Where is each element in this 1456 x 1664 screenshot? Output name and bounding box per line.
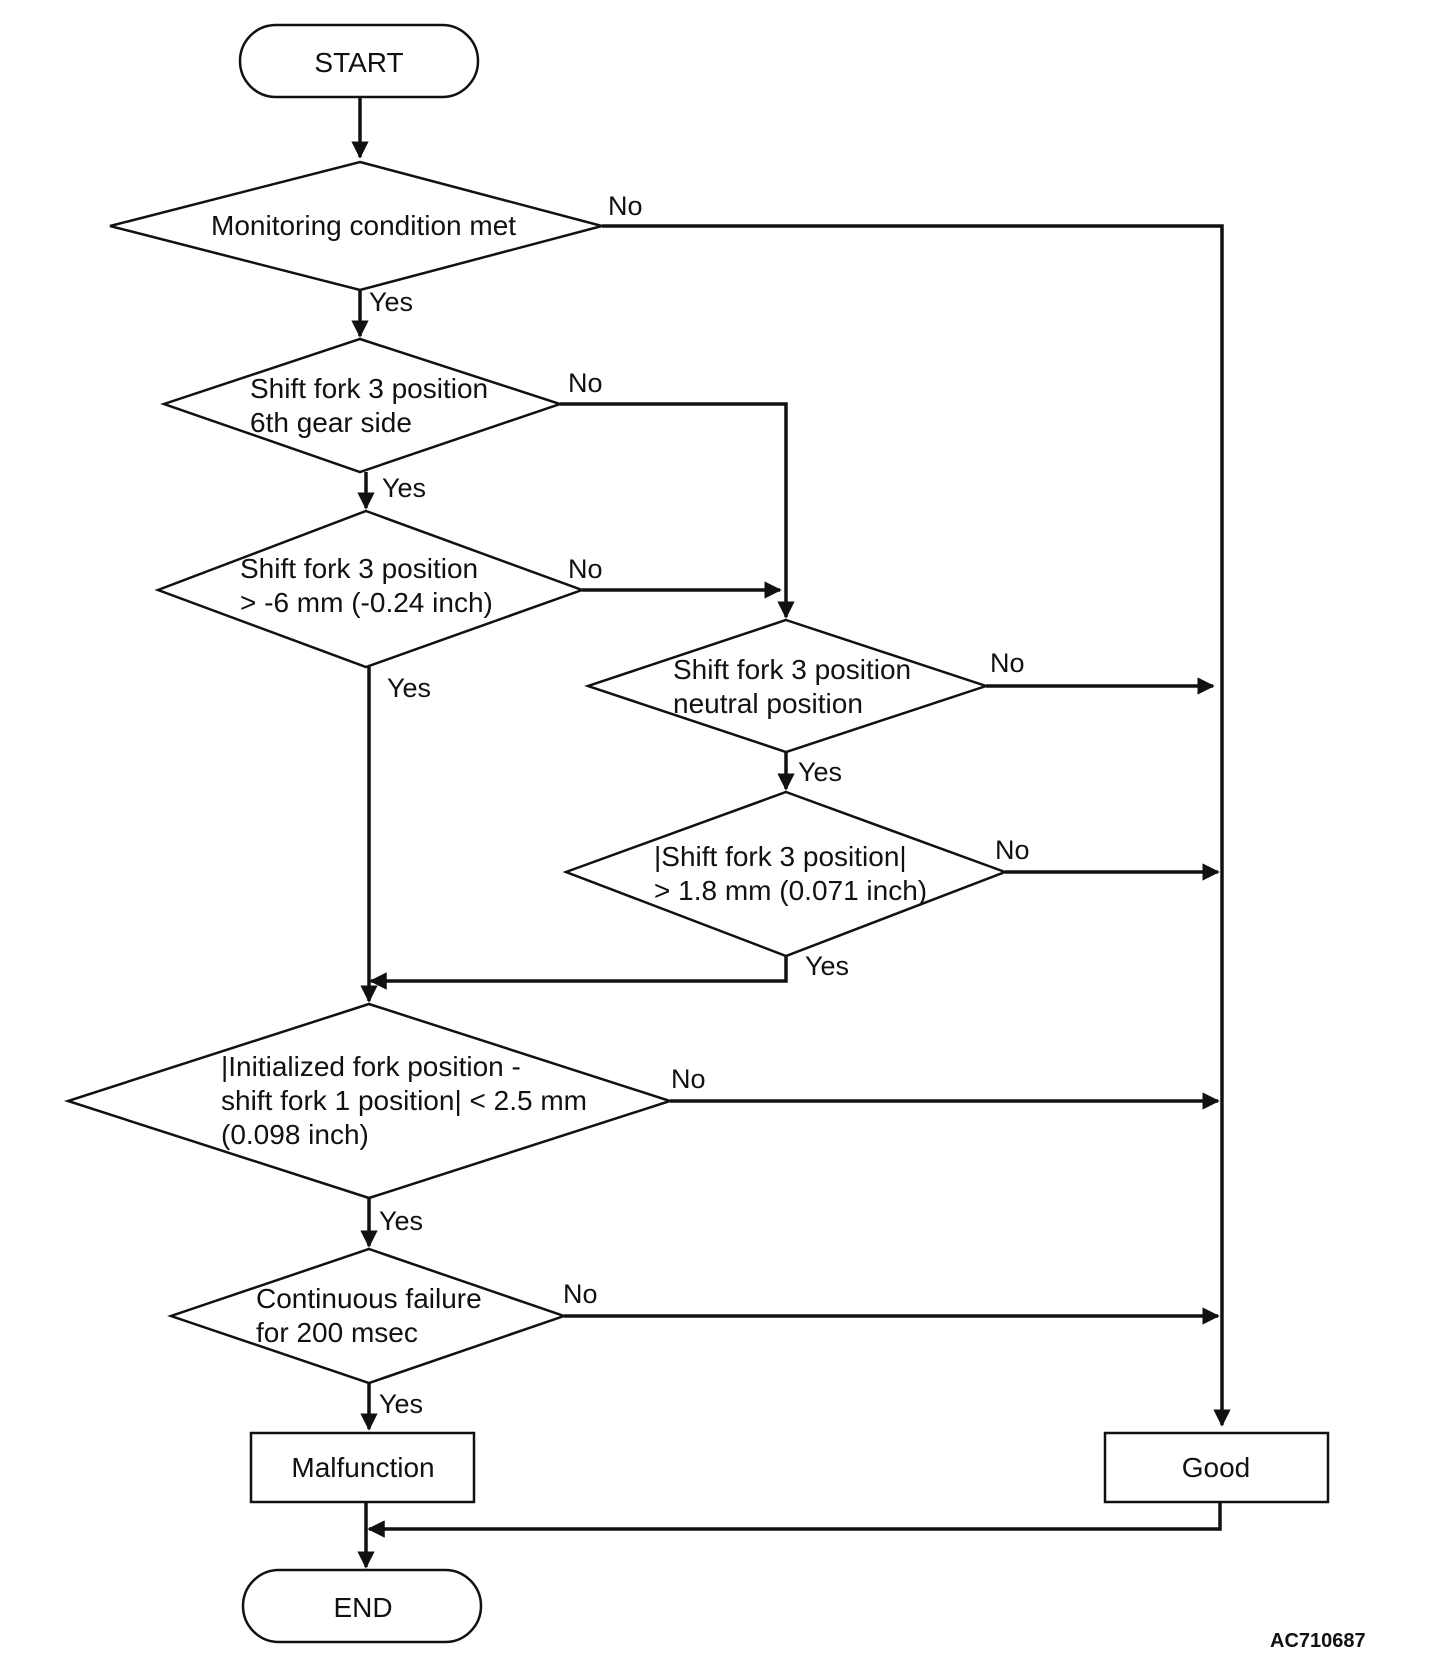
label-yes-continuous: Yes	[379, 1389, 423, 1419]
label-no-gt-minus6: No	[568, 554, 603, 584]
connectors	[351, 97, 1231, 1569]
decision-neutral-text: Shift fork 3 position neutral position	[673, 654, 919, 719]
malfunction-label: Malfunction	[291, 1452, 434, 1483]
end-label: END	[333, 1592, 392, 1623]
outcome-good: Good	[1103, 1431, 1330, 1504]
outcome-malfunction: Malfunction	[249, 1431, 476, 1504]
decision-monitoring-text: Monitoring condition met	[211, 210, 516, 241]
decision-initialized-text: |Initialized fork position - shift fork …	[221, 1051, 595, 1150]
end-terminal: END	[241, 1568, 483, 1644]
arrow-sixth-gear-no	[560, 402, 795, 619]
label-yes-abs: Yes	[805, 951, 849, 981]
decision-monitoring: Monitoring condition met	[109, 160, 607, 292]
label-no-monitoring: No	[608, 191, 643, 221]
label-yes-sixth-gear: Yes	[382, 473, 426, 503]
arrow-monitoring-no-to-good	[602, 224, 1231, 1427]
decision-sixth-gear: Shift fork 3 position 6th gear side	[160, 337, 564, 474]
label-no-abs: No	[995, 835, 1030, 865]
decision-gt-minus6-text: Shift fork 3 position > -6 mm (-0.24 inc…	[240, 553, 493, 618]
decision-continuous-text: Continuous failure for 200 msec	[256, 1283, 489, 1348]
decision-initialized: |Initialized fork position - shift fork …	[63, 1002, 675, 1200]
label-yes-monitoring: Yes	[369, 287, 413, 317]
label-yes-initialized: Yes	[379, 1206, 423, 1236]
decision-abs-gt-1-8-text: |Shift fork 3 position| > 1.8 mm (0.071 …	[654, 841, 927, 906]
label-no-initialized: No	[671, 1064, 706, 1094]
label-yes-neutral: Yes	[798, 757, 842, 787]
start-terminal: START	[238, 23, 480, 99]
label-yes-gt-minus6: Yes	[387, 673, 431, 703]
decision-neutral: Shift fork 3 position neutral position	[584, 618, 990, 754]
decision-continuous: Continuous failure for 200 msec	[167, 1247, 568, 1385]
decision-gt-minus6: Shift fork 3 position > -6 mm (-0.24 inc…	[154, 509, 586, 669]
branch-labels: No Yes No Yes No Yes No Yes No Yes No Ye…	[369, 191, 1030, 1419]
arrow-good-to-end	[367, 1503, 1222, 1538]
good-label: Good	[1182, 1452, 1251, 1483]
decision-abs-gt-1-8: |Shift fork 3 position| > 1.8 mm (0.071 …	[562, 790, 1009, 958]
label-no-neutral: No	[990, 648, 1025, 678]
label-no-continuous: No	[563, 1279, 598, 1309]
figure-id: AC710687	[1270, 1630, 1366, 1652]
arrow-abs-yes-merge	[369, 956, 788, 990]
start-label: START	[314, 47, 403, 78]
label-no-sixth-gear: No	[568, 368, 603, 398]
decision-sixth-gear-text: Shift fork 3 position 6th gear side	[250, 373, 496, 438]
